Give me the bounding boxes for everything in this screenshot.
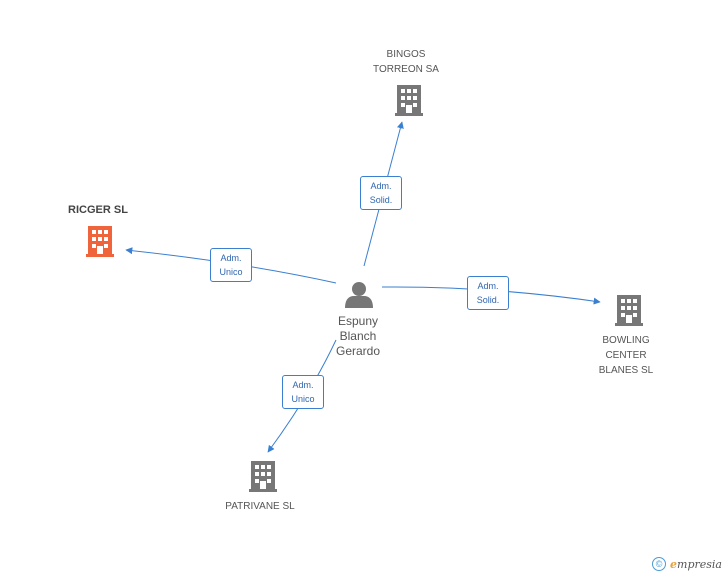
edge-label-patrivane: Adm. Unico xyxy=(282,375,324,409)
edge-label-bowling: Adm. Solid. xyxy=(467,276,509,310)
building-icon[interactable] xyxy=(249,461,277,492)
footer-brand: © empresia xyxy=(652,557,722,571)
person-icon[interactable] xyxy=(345,282,373,308)
building-icon[interactable] xyxy=(615,295,643,326)
building-icon[interactable] xyxy=(395,85,423,116)
person-label[interactable]: Espuny Blanch Gerardo xyxy=(335,314,381,358)
edge-label-ricger: Adm. Unico xyxy=(210,248,252,282)
company-label-patrivane[interactable]: PATRIVANE SL xyxy=(225,501,295,512)
edge-label-bingos: Adm. Solid. xyxy=(360,176,402,210)
copyright-icon: © xyxy=(652,557,667,571)
brand-logo[interactable]: empresia xyxy=(670,557,722,571)
building-icon[interactable] xyxy=(86,226,114,257)
company-label-bowling[interactable]: BOWLING CENTER BLANES SL xyxy=(598,335,654,376)
company-label-bingos[interactable]: BINGOS TORREON SA xyxy=(373,49,439,75)
company-label-ricger[interactable]: RICGER SL xyxy=(68,204,128,216)
